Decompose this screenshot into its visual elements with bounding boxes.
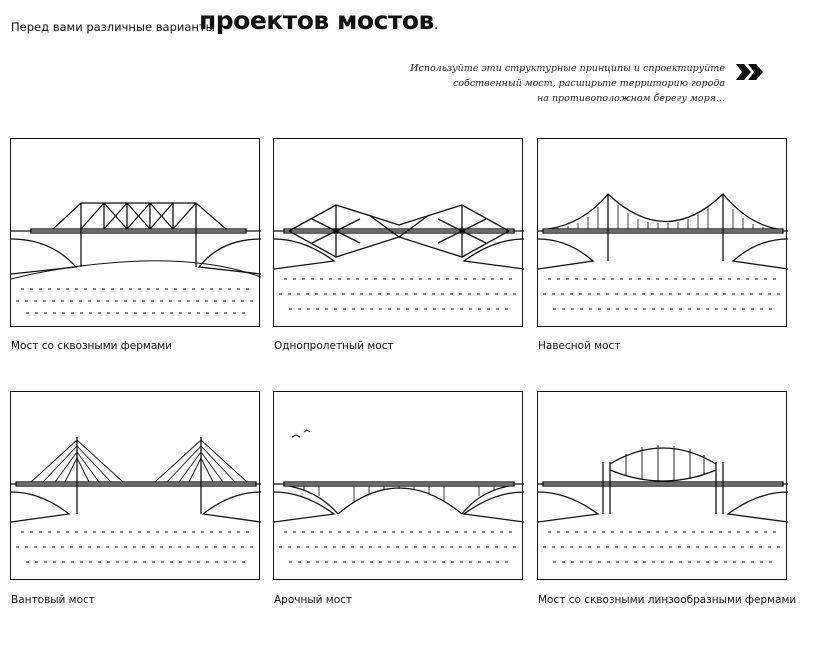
intro-text: Перед вами различные варианты — [11, 20, 215, 34]
note-line: Используйте эти структурные принципы и с… — [410, 63, 725, 74]
cable-stayed-bridge-illustration — [11, 437, 261, 563]
bridge-caption: Однопролетный мост — [274, 340, 394, 352]
single-span-bridge-illustration — [274, 204, 524, 310]
bridge-panel-suspension — [537, 138, 788, 327]
title-dot: . — [433, 17, 438, 33]
bridge-caption: Навесной мост — [538, 340, 621, 352]
bridge-panel-single-span — [273, 138, 524, 327]
bridge-panel-arch — [273, 391, 524, 580]
arch-bridge-illustration — [274, 429, 524, 563]
instruction-note: Используйте эти структурные принципы и с… — [405, 61, 725, 106]
note-line: на противоположном берегу моря... — [537, 93, 725, 104]
bridge-panel-lens-truss — [537, 391, 788, 580]
bridge-panel-cable-stayed — [10, 391, 261, 580]
lens-truss-bridge-illustration — [538, 445, 788, 563]
bridge-caption: Арочный мост — [274, 594, 353, 606]
page-title: проектов мостов. — [199, 6, 438, 35]
note-line: собственный мост, расширьте территорию г… — [453, 78, 725, 89]
bridge-panel-truss — [10, 138, 261, 327]
bridge-caption: Мост со сквозными фермами — [11, 340, 172, 352]
bridge-caption: Мост со сквозными линзообразными фермами — [538, 594, 797, 606]
suspension-bridge-illustration — [538, 193, 788, 310]
title-text: проектов мостов — [199, 6, 434, 35]
truss-bridge-illustration — [11, 202, 261, 314]
double-chevron-right-icon — [736, 64, 763, 80]
bridge-caption: Вантовый мост — [11, 594, 95, 606]
